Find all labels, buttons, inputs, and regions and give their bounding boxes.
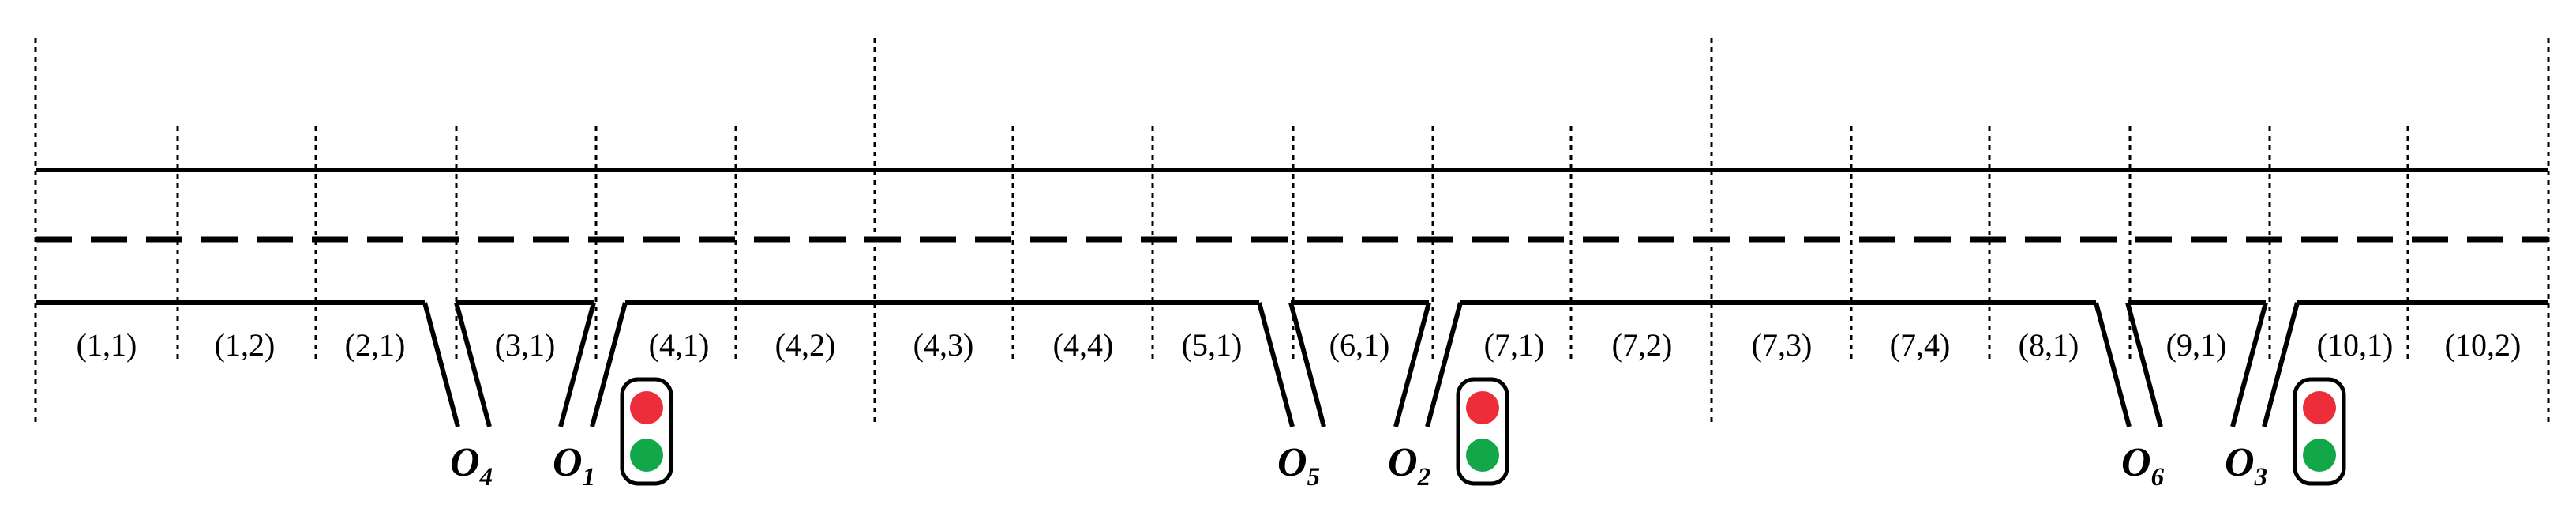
cell-label: (6,1) (1329, 327, 1390, 363)
section-boundaries (34, 38, 2550, 427)
cell-label: (4,3) (913, 327, 974, 363)
cell-labels: (1,1) (1,2) (2,1) (3,1) (4,1) (4,2) (4,3… (77, 327, 2522, 363)
cell-label: (7,2) (1612, 327, 1673, 363)
onramp-o3-line (2262, 302, 2300, 427)
ramps (422, 302, 2300, 427)
traffic-light-icon (2293, 377, 2346, 486)
cell-label: (4,1) (649, 327, 710, 363)
cell-label: (1,2) (215, 327, 276, 363)
cell-label: (4,4) (1053, 327, 1114, 363)
offramp-o5-line (1288, 302, 1326, 427)
signal-red-lamp (1466, 391, 1499, 424)
onramp-o2-line (1393, 302, 1431, 427)
cell-label: (4,2) (775, 327, 836, 363)
onramp-o3-line (2230, 302, 2268, 427)
cell-label: (3,1) (495, 327, 556, 363)
cell-label: (9,1) (2166, 327, 2227, 363)
offramp-o6-line (2094, 302, 2132, 427)
offramp-o6-line (2125, 302, 2163, 427)
offramp-o4-line (422, 302, 460, 427)
onramp-o1-line (590, 302, 628, 427)
signal-red-lamp (2303, 391, 2336, 424)
signal-green-lamp (1466, 439, 1499, 472)
signal-green-lamp (2303, 439, 2336, 472)
ramp-label-o2: O2 (1388, 440, 1430, 492)
offramp-o4-line (454, 302, 492, 427)
cell-label: (7,4) (1890, 327, 1951, 363)
cell-label: (8,1) (2019, 327, 2079, 363)
signal-red-lamp (630, 391, 663, 424)
onramp-o1-line (558, 302, 596, 427)
offramp-o5-line (1257, 302, 1295, 427)
cell-label: (2,1) (345, 327, 406, 363)
cell-label: (1,1) (77, 327, 137, 363)
cell-label: (7,1) (1484, 327, 1545, 363)
cell-label: (10,2) (2445, 327, 2522, 363)
cell-boundaries (176, 126, 2409, 363)
ramp-label-o6: O6 (2121, 440, 2165, 492)
signal-green-lamp (630, 439, 663, 472)
onramp-o2-line (1425, 302, 1463, 427)
cell-label: (5,1) (1182, 327, 1243, 363)
ramp-label-o1: O1 (553, 440, 595, 492)
ramp-label-o4: O4 (450, 440, 493, 492)
cell-label: (7,3) (1752, 327, 1813, 363)
ramp-label-o3: O3 (2225, 440, 2267, 492)
ramp-label-o5: O5 (1277, 440, 1320, 492)
traffic-light-icon (1456, 377, 1509, 486)
traffic-light-icon (620, 377, 673, 486)
cell-label: (10,1) (2317, 327, 2394, 363)
ramp-labels: O4 O1 O5 O2 O6 O3 (450, 440, 2267, 492)
